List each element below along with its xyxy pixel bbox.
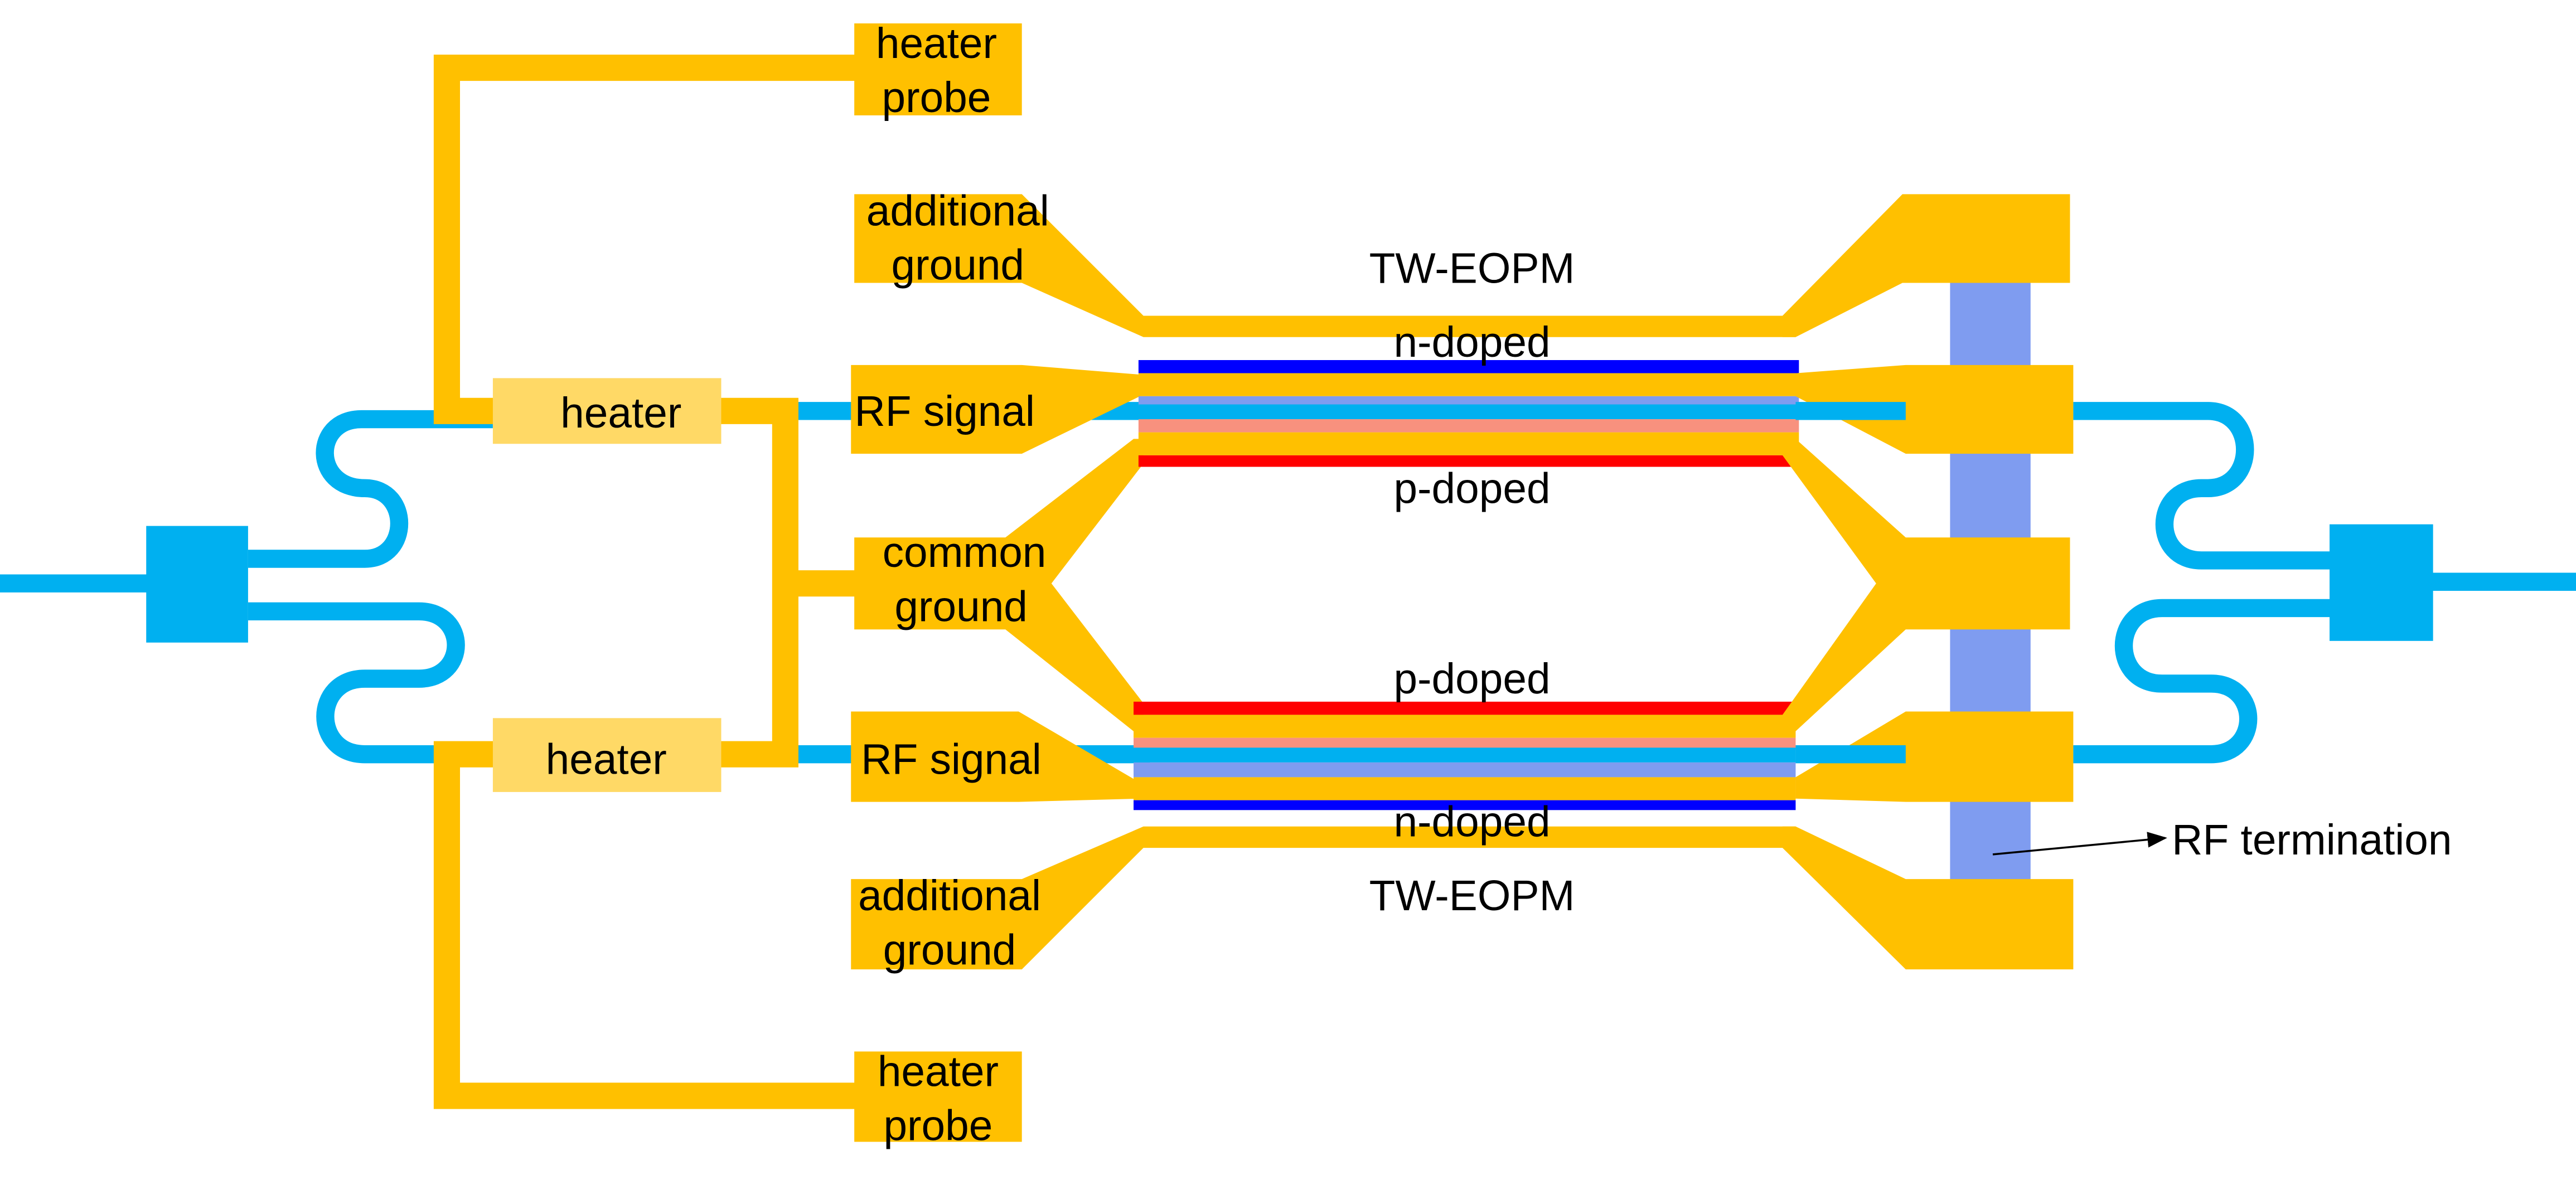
rf-signal-pad-top: RF signal — [851, 365, 1144, 454]
n-doped-region-top — [1138, 360, 1799, 373]
rf-termination-label: RF termination — [2172, 817, 2452, 864]
rf-signal-electrode-bottom — [1134, 777, 1796, 800]
common-ground-pad: common ground — [854, 439, 1144, 731]
heater-probe-bottom-line1: heater — [878, 1048, 999, 1095]
heater-probe-bottom-line2: probe — [883, 1103, 992, 1150]
p-doped-region-top — [1138, 455, 1799, 467]
upper-arm-waveguide-left — [248, 410, 493, 568]
bottom-heater-probe-trace — [433, 741, 871, 1109]
tw-eopm-lower — [1134, 701, 1796, 810]
lower-arm-waveguide-left — [248, 602, 493, 764]
right-waveguide-group — [1795, 402, 2576, 764]
n-doped-top-label: n-doped — [1393, 319, 1550, 366]
common-ground-electrode-top — [1138, 432, 1799, 455]
lower-arm-waveguide-right — [2073, 599, 2333, 764]
additional-ground-bottom-line1: additional — [858, 872, 1041, 920]
p-doped-top-label: p-doped — [1393, 465, 1550, 512]
tw-eopm-upper — [1138, 360, 1799, 467]
heater-probe-pad-top: heater probe — [854, 20, 1022, 122]
additional-ground-top-line2: ground — [892, 242, 1024, 289]
additional-ground-pad-bottom: additional ground — [851, 826, 1796, 974]
right-pad-rf-signal-top — [1795, 365, 2074, 454]
rib-upper-top — [1138, 396, 1799, 406]
heater-wiring — [433, 54, 871, 1109]
heater-top-label: heater — [560, 390, 681, 437]
tw-eopm-bottom-label: TW-EOPM — [1369, 872, 1575, 920]
heater-bottom: heater — [492, 718, 722, 792]
rib-lower-bottom — [1134, 737, 1796, 750]
output-combiner-mmi — [2330, 524, 2433, 641]
common-ground-line2: ground — [894, 583, 1027, 630]
tw-eopm-top-label: TW-EOPM — [1369, 245, 1575, 293]
heater-probe-pad-bottom: heater probe — [854, 1048, 1022, 1150]
right-pad-common-ground — [1782, 439, 2070, 731]
right-pad-additional-ground-top — [1782, 194, 2070, 337]
heater-to-common-ground-trace — [709, 397, 863, 768]
rf-signal-electrode-top — [1138, 373, 1799, 396]
upper-arm-waveguide-right — [2073, 402, 2333, 570]
heater-probe-top-line1: heater — [876, 20, 997, 67]
additional-ground-pad-top: additional ground — [854, 187, 1796, 337]
rib-lower-top — [1138, 419, 1799, 433]
p-doped-region-bottom — [1134, 701, 1796, 715]
rf-signal-top-label: RF signal — [854, 388, 1035, 435]
n-doped-region-bottom — [1134, 800, 1796, 810]
additional-ground-bottom-line2: ground — [883, 926, 1016, 974]
waveguide-core-top — [1138, 404, 1799, 420]
n-doped-bottom-label: n-doped — [1393, 798, 1550, 846]
waveguide-core-bottom — [1134, 747, 1796, 763]
heater-top: heater — [492, 378, 722, 444]
right-pad-additional-ground-bottom — [1782, 826, 2074, 970]
right-pads — [1782, 194, 2074, 970]
p-doped-bottom-label: p-doped — [1393, 655, 1550, 703]
common-ground-electrode-bottom — [1134, 715, 1796, 738]
heater-bottom-label: heater — [546, 736, 667, 784]
additional-ground-top-line1: additional — [866, 187, 1049, 235]
rf-termination-arrow — [1992, 832, 2167, 856]
rf-signal-bottom-label: RF signal — [861, 736, 1042, 784]
heater-probe-top-line2: probe — [882, 74, 991, 122]
common-ground-line1: common — [883, 529, 1047, 576]
input-splitter-mmi — [146, 526, 248, 643]
right-pad-rf-signal-bottom — [1795, 711, 2074, 802]
top-heater-probe-trace — [433, 54, 871, 424]
rf-signal-pad-bottom: RF signal — [851, 711, 1144, 802]
rib-upper-bottom — [1134, 762, 1796, 778]
